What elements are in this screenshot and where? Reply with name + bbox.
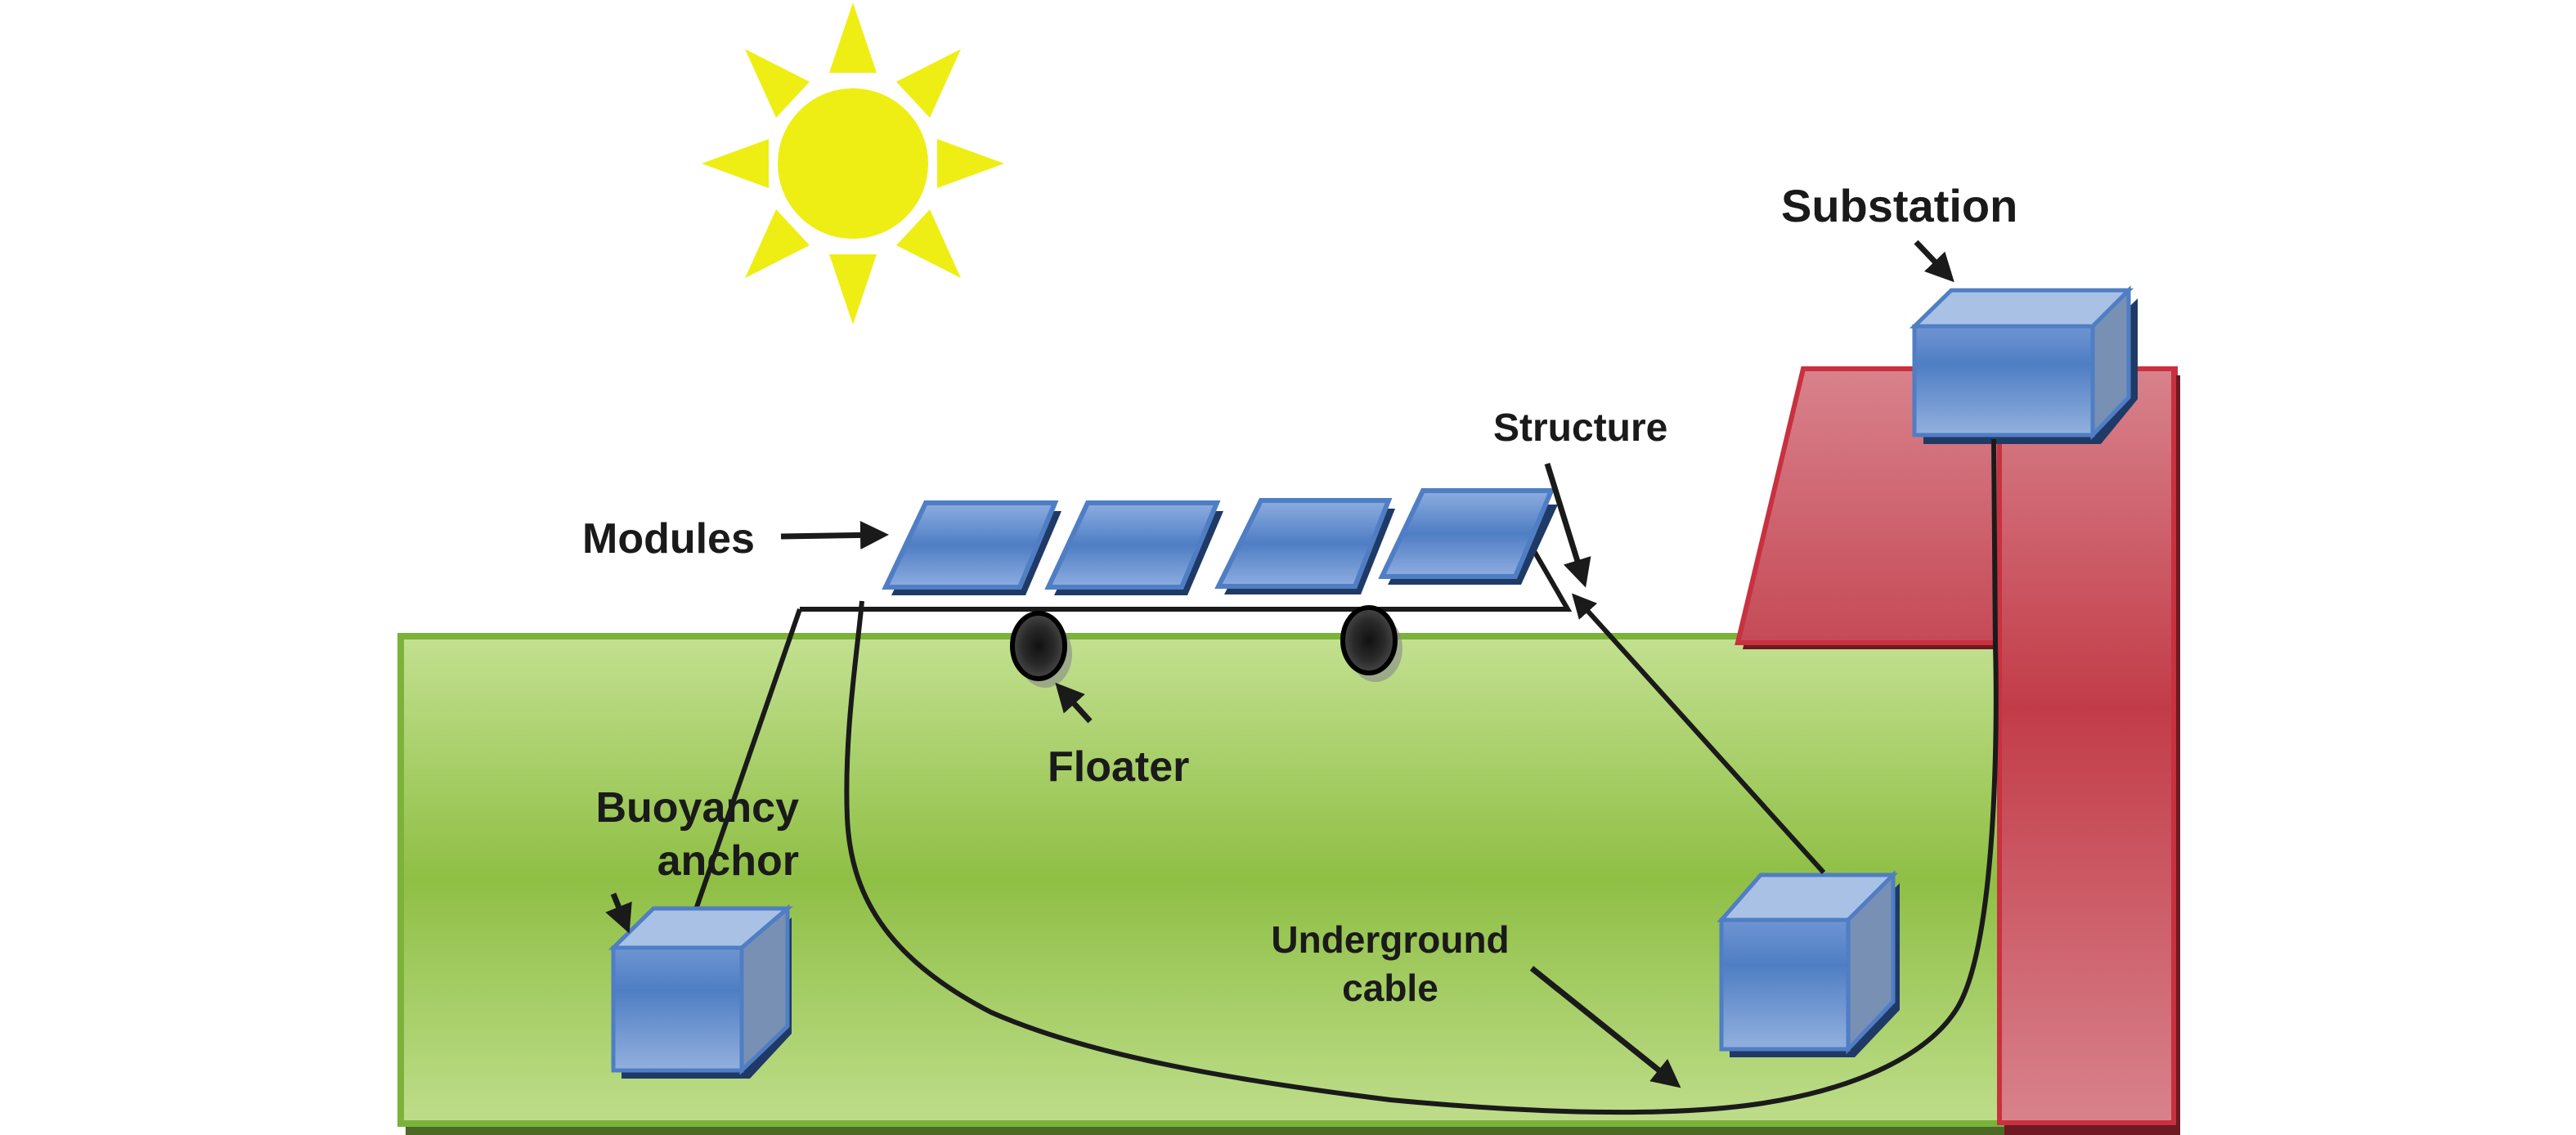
label-arrows xyxy=(605,240,1954,1088)
floater-2 xyxy=(1340,605,1398,675)
floater-arrow xyxy=(1055,682,1093,724)
structure-label: Structure xyxy=(1493,406,1667,450)
structure-arrow xyxy=(1544,462,1591,588)
underground-cable-label-line1: Underground xyxy=(1271,918,1509,961)
cable-arrow xyxy=(1529,966,1681,1088)
sun-rays xyxy=(702,2,1004,325)
modules-label: Modules xyxy=(582,515,755,563)
buoyancy-anchor-right xyxy=(1717,869,1900,1057)
modules-arrow xyxy=(780,520,889,550)
floating-structure xyxy=(686,538,1573,931)
sun-disc xyxy=(778,88,928,239)
anchor-arrow xyxy=(605,892,632,934)
substation-arrow xyxy=(1914,240,1954,283)
pv-module-3 xyxy=(1214,498,1395,594)
substation-label: Substation xyxy=(1781,180,2017,231)
underground-cable-label-line2: cable xyxy=(1342,967,1438,1009)
underground-cable xyxy=(844,438,1999,1115)
pv-module-1 xyxy=(882,500,1061,595)
pv-modules xyxy=(882,488,1558,595)
substation-box xyxy=(1909,285,2138,444)
floaters xyxy=(1010,605,1402,688)
pv-module-4 xyxy=(1378,488,1558,585)
floater-label: Floater xyxy=(1048,743,1189,791)
buoyancy-anchor-left xyxy=(608,904,793,1079)
buoyancy-anchor-label-line1: Buoyancy xyxy=(595,784,799,832)
floater-1 xyxy=(1010,611,1067,681)
pv-module-2 xyxy=(1044,500,1223,595)
mooring-line-right xyxy=(1571,593,1826,875)
buoyancy-anchor-label-line2: anchor xyxy=(657,837,799,885)
sun-icon xyxy=(702,2,1004,325)
